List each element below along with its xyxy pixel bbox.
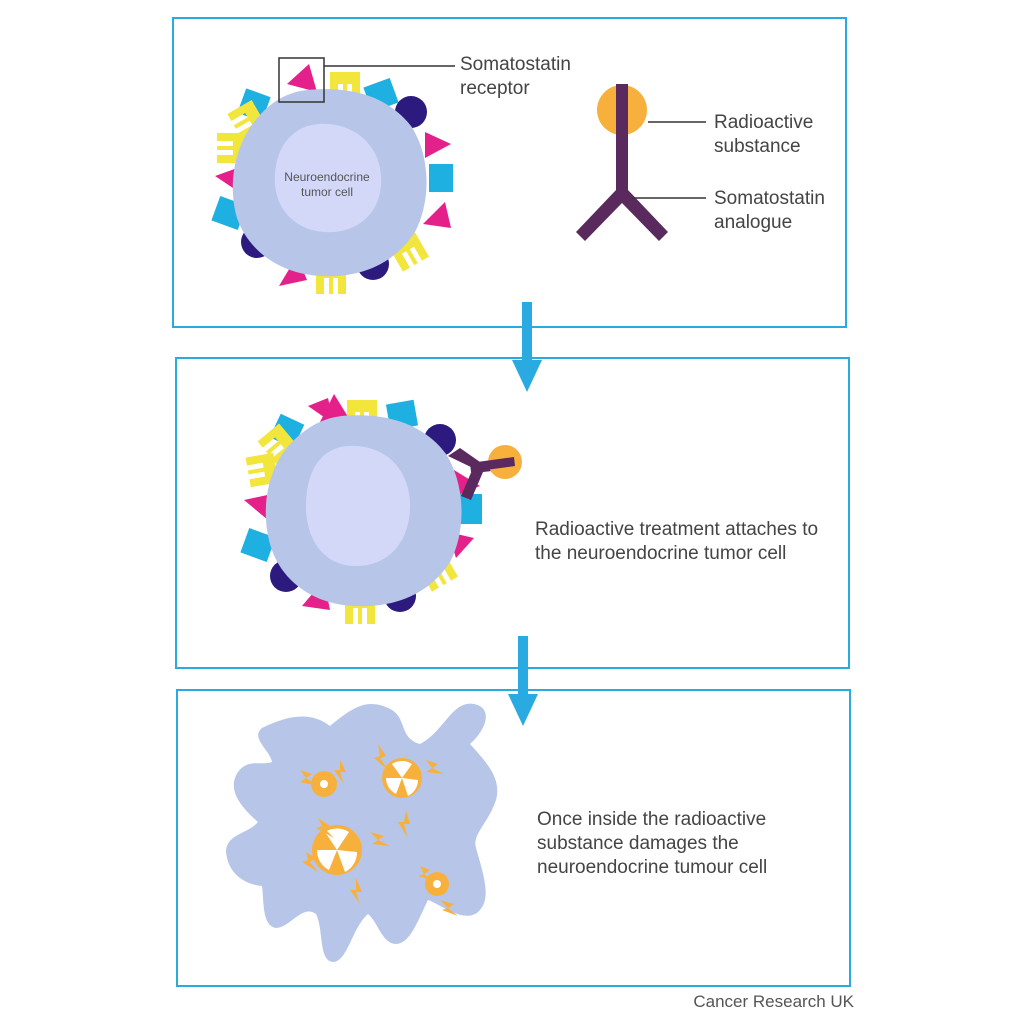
receptor-label: Somatostatin receptor: [460, 54, 571, 99]
arrow-down-icon: [508, 636, 538, 726]
somatostatin-analogue-icon: [576, 84, 668, 241]
receptor-highlight-box: [278, 57, 325, 103]
step-3-caption: Once inside the radioactive substance da…: [537, 809, 768, 878]
radioactive-label: Radioactive substance: [714, 112, 814, 157]
attached-analogue-icon: [448, 445, 522, 500]
analogue-label: Somatostatin analogue: [714, 188, 825, 233]
damaged-tumor-cell: [226, 703, 498, 962]
step-2-caption: Radioactive treatment attaches to the ne…: [535, 519, 819, 564]
tumor-cell-2: [240, 394, 482, 624]
tumor-cell-1: [211, 64, 453, 294]
credit-text: Cancer Research UK: [693, 992, 854, 1011]
arrow-down-icon: [512, 302, 542, 392]
cell-label: Neuroendocrine tumor cell: [284, 170, 370, 199]
